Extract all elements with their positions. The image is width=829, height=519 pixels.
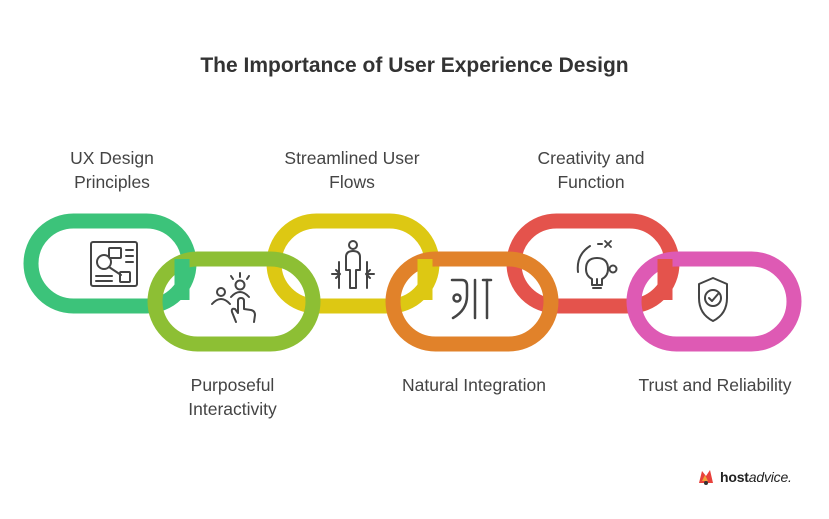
lightbulb-icon xyxy=(576,240,618,289)
integration-icon xyxy=(450,278,493,320)
chain-link-purposeful-interactivity xyxy=(147,251,321,352)
shield-check-icon xyxy=(698,277,728,322)
page-title: The Importance of User Experience Design xyxy=(200,54,629,77)
user-flow-icon xyxy=(331,240,375,289)
label-natural-integration: Natural Integration xyxy=(402,375,546,395)
brand-logo: hostadvice. xyxy=(696,466,792,488)
layout-diagram-icon xyxy=(90,241,138,287)
label-trust-and-reliability: Trust and Reliability xyxy=(638,375,792,395)
chain-link-natural-integration xyxy=(385,251,559,352)
hostadvice-logo-icon xyxy=(699,470,713,485)
touch-users-icon xyxy=(211,272,256,323)
chain-link-trust-and-reliability xyxy=(626,251,802,352)
